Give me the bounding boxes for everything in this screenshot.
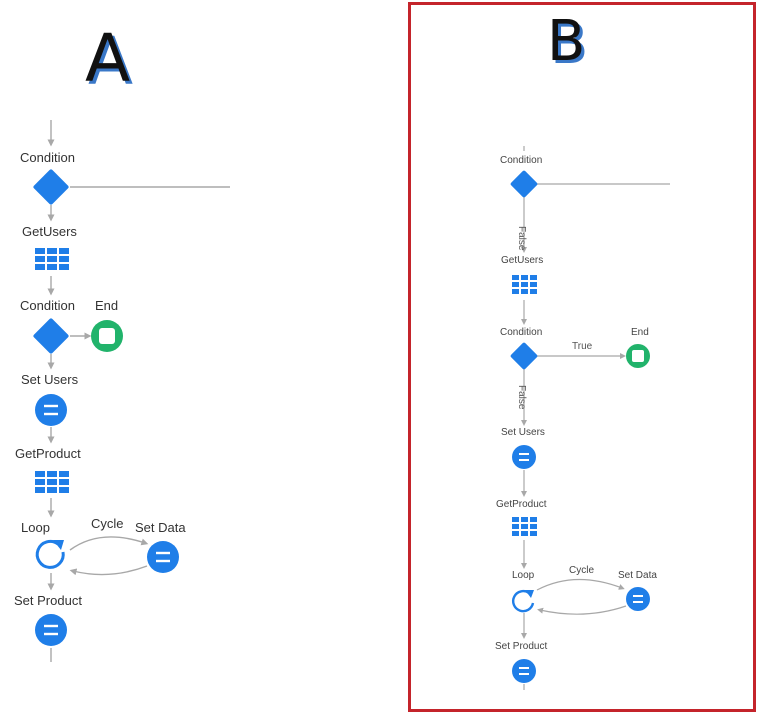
getusers-label: GetUsers bbox=[501, 255, 544, 266]
table-aggregate-icon[interactable] bbox=[35, 471, 69, 493]
loop-icon[interactable] bbox=[512, 589, 535, 613]
loop-label: Loop bbox=[21, 520, 50, 535]
panel-b-frame bbox=[408, 2, 756, 712]
end-icon[interactable] bbox=[91, 320, 123, 352]
true-edge-label: True bbox=[572, 341, 593, 352]
setdata-label: Set Data bbox=[135, 520, 186, 535]
end-label: End bbox=[631, 327, 649, 338]
condition-icon[interactable] bbox=[33, 169, 70, 206]
setusers-label: Set Users bbox=[501, 427, 545, 438]
connector-loop-cycle bbox=[536, 578, 625, 591]
getproduct-label: GetProduct bbox=[15, 446, 81, 461]
panel-a-letter: A bbox=[85, 20, 131, 97]
panel-b-flow bbox=[521, 146, 670, 690]
connector-setdata-return bbox=[537, 605, 627, 615]
setdata-label: Set Data bbox=[618, 570, 657, 581]
assign-icon[interactable] bbox=[35, 394, 67, 426]
cycle-label: Cycle bbox=[91, 516, 124, 531]
condition-icon[interactable] bbox=[510, 170, 538, 198]
table-aggregate-icon[interactable] bbox=[512, 517, 537, 536]
assign-icon[interactable] bbox=[512, 659, 536, 683]
end-label: End bbox=[95, 298, 119, 313]
end-icon[interactable] bbox=[626, 344, 650, 368]
table-aggregate-icon[interactable] bbox=[512, 275, 537, 294]
assign-icon[interactable] bbox=[35, 614, 67, 646]
getproduct-label: GetProduct bbox=[496, 499, 547, 510]
condition-label: Condition bbox=[500, 327, 543, 338]
assign-icon[interactable] bbox=[512, 445, 536, 469]
setproduct-label: Set Product bbox=[14, 593, 82, 608]
panel-a-flow bbox=[47, 120, 230, 662]
condition-label: Condition bbox=[20, 150, 75, 165]
connector-setdata-return bbox=[69, 565, 148, 576]
loop-label: Loop bbox=[512, 570, 535, 581]
connector-loop-cycle bbox=[69, 536, 149, 551]
condition-label: Condition bbox=[20, 298, 75, 313]
condition-label: Condition bbox=[500, 155, 543, 166]
table-aggregate-icon[interactable] bbox=[35, 248, 69, 270]
false-edge-label: False bbox=[516, 385, 527, 410]
condition-icon[interactable] bbox=[510, 342, 538, 370]
assign-icon[interactable] bbox=[626, 587, 650, 611]
loop-icon[interactable] bbox=[35, 539, 65, 569]
setusers-label: Set Users bbox=[21, 372, 79, 387]
assign-icon[interactable] bbox=[147, 541, 179, 573]
getusers-label: GetUsers bbox=[22, 224, 77, 239]
panel-b-letter: B bbox=[547, 9, 586, 74]
setproduct-label: Set Product bbox=[495, 641, 548, 652]
false-edge-label: False bbox=[516, 226, 527, 251]
cycle-label: Cycle bbox=[569, 565, 595, 576]
condition-icon[interactable] bbox=[33, 318, 70, 355]
